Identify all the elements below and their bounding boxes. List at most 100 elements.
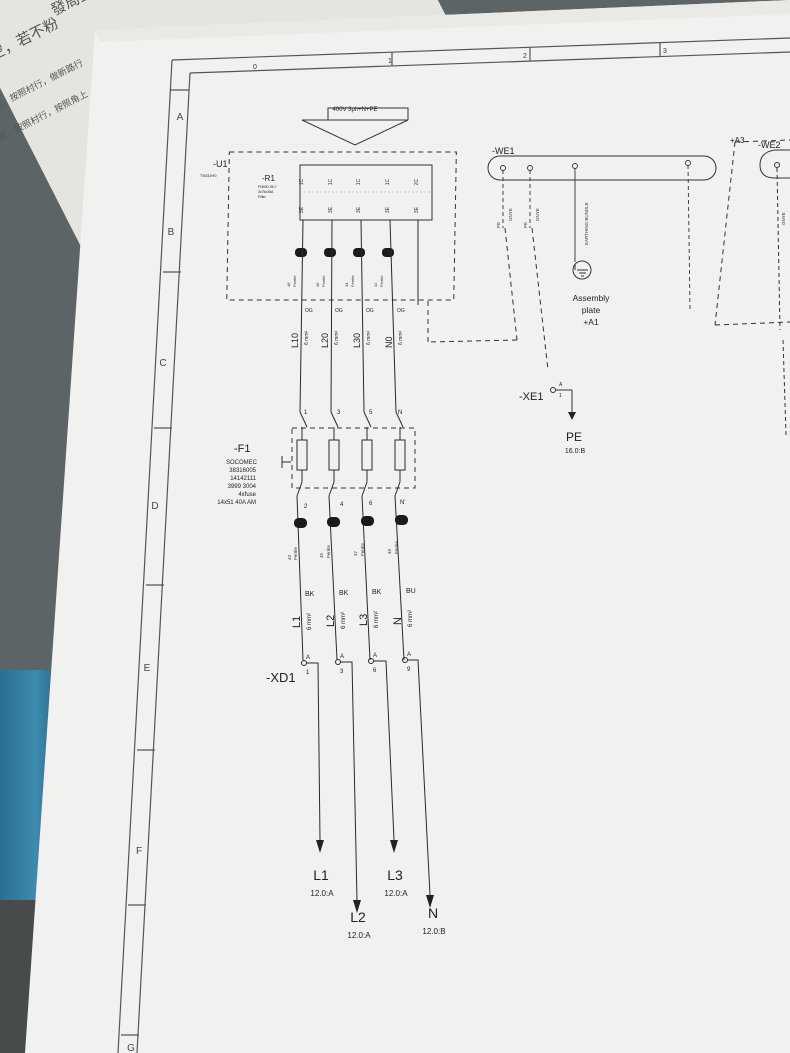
pe-output-label: PE xyxy=(566,430,582,444)
right-section xyxy=(714,139,790,436)
we1-core-code-0: PE xyxy=(496,222,501,228)
we1-core-label-1: GNYE xyxy=(535,208,540,221)
lower-wire-color-2: BK xyxy=(372,589,382,596)
ferrite-lower-label-0: Ferrite xyxy=(293,547,298,560)
ferrite-lower-45 xyxy=(327,517,340,527)
lower-wire-color-1: BK xyxy=(339,590,349,597)
we1-core-code-1: PE xyxy=(523,222,528,228)
tb-pin-label-0: A xyxy=(306,655,310,661)
upper-wire-size-3: 6 mm² xyxy=(398,331,404,346)
fuse-tag: -F1 xyxy=(234,443,251,455)
ferrite-upper-42 xyxy=(382,248,394,257)
we1-earthing-label: EARTHING BUNDLE xyxy=(584,202,589,245)
column-label-1: 1 xyxy=(388,58,392,65)
ferrite-lower-label-2: Ferrite xyxy=(360,543,365,556)
lower-wire-size-2: 6 mm² xyxy=(374,611,380,628)
earth-terminal-pin2: 1 xyxy=(559,393,562,399)
lower-wire-size-0: 6 mm² xyxy=(307,613,313,630)
fuse-top-term-0: 1 xyxy=(304,410,308,416)
upper-wire-size-0: 6 mm² xyxy=(304,331,310,346)
ferrite-lower-id-1: 45 xyxy=(319,552,324,558)
upper-wire-size-2: 6 mm² xyxy=(366,331,372,346)
assembly-plate-line3: +A1 xyxy=(583,317,599,327)
filter-term-top-2: 1C xyxy=(356,178,362,185)
row-label-A: A xyxy=(177,112,184,123)
row-label-D: D xyxy=(151,501,158,512)
column-label-2: 2 xyxy=(523,53,527,60)
output-arrow-n xyxy=(426,895,434,908)
fuse-info-3: 3999 3004 xyxy=(228,484,257,490)
supply-arrow: 400V 3ph+N+PE xyxy=(301,107,409,146)
earth-terminal-tag: -XE1 xyxy=(519,391,543,403)
column-label-0: 0 xyxy=(253,64,257,71)
output-label-l1: L1 xyxy=(313,867,329,883)
ferrite-upper-44 xyxy=(353,248,365,257)
filter-module-tag-sub: T5031H0 xyxy=(200,173,217,178)
lower-wire-label-3: N xyxy=(392,617,404,625)
ferrite-upper-id-2: 44 xyxy=(344,282,349,287)
filter-component-tag: -R1 xyxy=(262,174,275,183)
filter-term-top-1: 1C xyxy=(328,178,334,185)
terminal-block-tag: -XD1 xyxy=(266,670,296,685)
tb-pin-label-1: A xyxy=(340,654,344,660)
upper-wire-color-0: OG xyxy=(305,308,313,314)
output-label-n: N xyxy=(428,905,438,921)
tb-pin-0: 1 xyxy=(306,670,310,676)
filter-module-tag: -U1 xyxy=(213,159,228,169)
terminal-block xyxy=(301,657,431,901)
filter-info-2: Filter xyxy=(258,195,267,199)
row-label-C: C xyxy=(159,358,166,369)
tb-pin-1: 3 xyxy=(340,669,344,675)
we1-core-label-0: GNYE xyxy=(508,208,513,221)
assembly-plate-line1: Assembly xyxy=(573,293,611,303)
tb-pin-label-3: A xyxy=(407,652,411,658)
output-arrow-l2 xyxy=(353,900,361,913)
earth-terminal-pin: A xyxy=(559,382,563,388)
ferrite-upper-label-3: Ferrite xyxy=(379,275,384,287)
upper-wire-label-3: N0 xyxy=(384,336,394,348)
upper-wire-label-0: L10 xyxy=(290,333,300,348)
upper-wire-color-2: OG xyxy=(366,308,374,314)
filter-term-top-4: 2C xyxy=(414,178,420,185)
ferrite-upper-label-1: Ferrite xyxy=(321,275,326,287)
filter-info-1: 3x7kx35A xyxy=(258,190,274,194)
ferrite-upper-label-2: Ferrite xyxy=(350,275,355,287)
upper-wire-color-3: OG xyxy=(397,308,405,314)
ferrite-lower-47 xyxy=(361,516,374,526)
fuse-info-1: 38316005 xyxy=(229,468,256,474)
ferrite-upper-id-3: 42 xyxy=(373,282,378,287)
fuse-top-term-1: 3 xyxy=(337,410,341,416)
fuse-bottom-term-1: 4 xyxy=(340,502,344,508)
ferrite-upper-id-1: 46 xyxy=(315,282,320,287)
lower-wire-label-0: L1 xyxy=(291,616,303,628)
pe-output-ref: 16.0:B xyxy=(565,448,586,455)
ferrite-lower-id-2: 47 xyxy=(353,550,358,556)
upper-wire-size-1: 6 mm² xyxy=(334,331,340,346)
drawing-frame xyxy=(117,37,790,1053)
output-arrows xyxy=(316,840,434,913)
fuse-bottom-term-3: N' xyxy=(400,500,405,506)
filter-term-bottom-0: 3E xyxy=(299,206,305,213)
we2-core-label: GNYE xyxy=(781,212,786,225)
filter-term-bottom-1: 3E xyxy=(328,206,334,213)
fuse-top-term-2: 5 xyxy=(369,410,373,416)
fuse-info-5: 14x51 40A AM xyxy=(217,500,256,506)
ferrite-lower-label-1: Ferrite xyxy=(326,545,331,558)
fuse-top-term-3: N xyxy=(398,410,402,416)
output-ref-n: 12.0:B xyxy=(422,927,445,936)
ferrite-lower-49 xyxy=(395,515,408,525)
ferrite-upper-id-0: 48 xyxy=(286,282,291,287)
filter-term-top-3: 1C xyxy=(385,178,391,185)
right-tag-a3: +A3 xyxy=(730,136,745,145)
output-arrow-l1 xyxy=(316,840,324,853)
earth-symbol xyxy=(572,260,592,280)
lower-wire-color-0: BK xyxy=(305,591,315,598)
filter-term-top-0: 1C xyxy=(299,178,305,185)
fuse-disconnector-box xyxy=(291,427,416,489)
supply-label: 400V 3ph+N+PE xyxy=(332,107,377,113)
ferrite-lower-43 xyxy=(294,518,307,528)
ferrite-lower-id-3: 49 xyxy=(387,548,392,554)
